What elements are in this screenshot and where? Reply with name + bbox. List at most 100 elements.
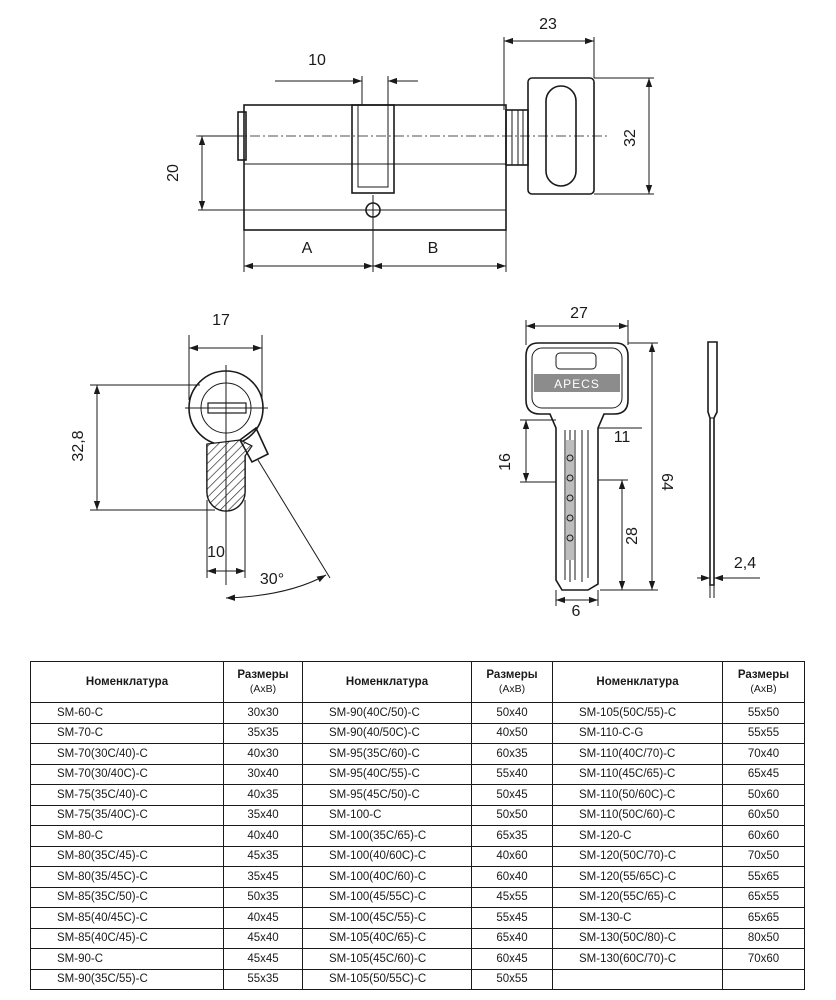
size-cell: 55x50: [722, 702, 805, 724]
dim-6-label: 6: [572, 603, 581, 620]
key-side-view: 2,4: [697, 341, 760, 598]
size-cell: 40x45: [223, 907, 303, 929]
nomenclature-cell: SM-75(35C/40)-C: [30, 784, 224, 806]
key-drawing: APECS 27 11 16 64 28: [497, 305, 675, 620]
nomenclature-cell: SM-70(30/40C)-C: [30, 763, 224, 785]
nomenclature-cell: SM-110(45C/65)-C: [552, 763, 723, 785]
nomenclature-cell: SM-120(55C/65)-C: [552, 886, 723, 908]
size-cell: 70x50: [722, 845, 805, 867]
size-cell: 30x40: [223, 763, 303, 785]
nomenclature-cell: SM-110(40C/70)-C: [552, 743, 723, 765]
nomenclature-cell: SM-130(50C/80)-C: [552, 927, 723, 949]
dim-32-8-label: 32,8: [70, 430, 87, 461]
nomenclature-cell: SM-100(45C/55)-C: [302, 907, 472, 929]
size-cell: 60x45: [471, 948, 553, 970]
header-sizes: Размеры(АхВ): [223, 661, 303, 703]
size-cell: 35x45: [223, 866, 303, 888]
dim-23-label: 23: [539, 16, 557, 33]
nomenclature-cell: SM-70-C: [30, 722, 224, 744]
nomenclature-cell: SM-90(35C/55)-C: [30, 968, 224, 990]
nomenclature-cell: SM-80(35C/45)-C: [30, 845, 224, 867]
size-cell: 45x55: [471, 886, 553, 908]
size-cell: 60x35: [471, 743, 553, 765]
nomenclature-cell: SM-90-C: [30, 948, 224, 970]
size-cell: 65x40: [471, 927, 553, 949]
nomenclature-cell: SM-95(35C/60)-C: [302, 743, 472, 765]
nomenclature-cell: [552, 968, 723, 990]
size-cell: 35x35: [223, 722, 303, 744]
nomenclature-cell: SM-75(35/40C)-C: [30, 804, 224, 826]
size-cell: 50x40: [471, 702, 553, 724]
nomenclature-cell: SM-90(40C/50)-C: [302, 702, 472, 724]
size-cell: 65x55: [722, 886, 805, 908]
size-cell: 65x45: [722, 763, 805, 785]
size-cell: 70x40: [722, 743, 805, 765]
nomenclature-cell: SM-85(40C/45)-C: [30, 927, 224, 949]
nomenclature-cell: SM-100(40/60C)-C: [302, 845, 472, 867]
size-cell: 30x30: [223, 702, 303, 724]
cylinder-top-view: 10 23 32 20 A B: [165, 16, 654, 272]
nomenclature-cell: SM-85(35C/50)-C: [30, 886, 224, 908]
dim-64-label: 64: [658, 473, 675, 491]
nomenclature-cell: SM-95(45C/50)-C: [302, 784, 472, 806]
key-brand-text: APECS: [554, 377, 600, 391]
nomenclature-cell: SM-70(30C/40)-C: [30, 743, 224, 765]
size-cell: 40x40: [223, 825, 303, 847]
nomenclature-cell: SM-105(50C/55)-C: [552, 702, 723, 724]
size-cell: 80x50: [722, 927, 805, 949]
header-sizes: Размеры(АхВ): [471, 661, 553, 703]
size-cell: 40x30: [223, 743, 303, 765]
nomenclature-cell: SM-110(50/60C)-C: [552, 784, 723, 806]
nomenclature-cell: SM-90(40/50C)-C: [302, 722, 472, 744]
nomenclature-cell: SM-130(60C/70)-C: [552, 948, 723, 970]
nomenclature-cell: SM-110(50C/60)-C: [552, 804, 723, 826]
angle-30-label: 30°: [260, 571, 284, 588]
size-cell: 50x50: [471, 804, 553, 826]
nomenclature-cell: SM-120(55/65C)-C: [552, 866, 723, 888]
header-nomenclature: Номенклатура: [30, 661, 224, 703]
nomenclature-cell: SM-95(40C/55)-C: [302, 763, 472, 785]
size-cell: 45x35: [223, 845, 303, 867]
dim-17-label: 17: [212, 312, 230, 329]
size-cell: 50x60: [722, 784, 805, 806]
dim-2-4-label: 2,4: [734, 555, 756, 572]
nomenclature-cell: SM-100-C: [302, 804, 472, 826]
dim-16-label: 16: [497, 453, 514, 471]
technical-drawing: 10 23 32 20 A B: [70, 16, 760, 620]
size-cell: 55x40: [471, 763, 553, 785]
size-cell: 60x50: [722, 804, 805, 826]
size-cell: 60x60: [722, 825, 805, 847]
header-nomenclature: Номенклатура: [302, 661, 472, 703]
size-cell: 40x60: [471, 845, 553, 867]
size-cell: 60x40: [471, 866, 553, 888]
nomenclature-cell: SM-110-C-G: [552, 722, 723, 744]
size-cell: 70x60: [722, 948, 805, 970]
nomenclature-cell: SM-130-C: [552, 907, 723, 929]
header-nomenclature: Номенклатура: [552, 661, 723, 703]
size-cell: 55x55: [722, 722, 805, 744]
dim-b-label: B: [428, 240, 439, 257]
size-cell: 55x65: [722, 866, 805, 888]
cylinder-profile-view: 17 32,8 10 30°: [70, 312, 331, 601]
dim-28-label: 28: [624, 527, 641, 545]
size-cell: 65x65: [722, 907, 805, 929]
size-cell: 40x50: [471, 722, 553, 744]
size-cell: 50x45: [471, 784, 553, 806]
size-cell: 50x55: [471, 968, 553, 990]
nomenclature-cell: SM-100(35C/65)-C: [302, 825, 472, 847]
specification-table: Номенклатура Размеры(АхВ) Номенклатура Р…: [30, 661, 805, 990]
header-sizes: Размеры(АхВ): [722, 661, 805, 703]
size-cell: 35x40: [223, 804, 303, 826]
